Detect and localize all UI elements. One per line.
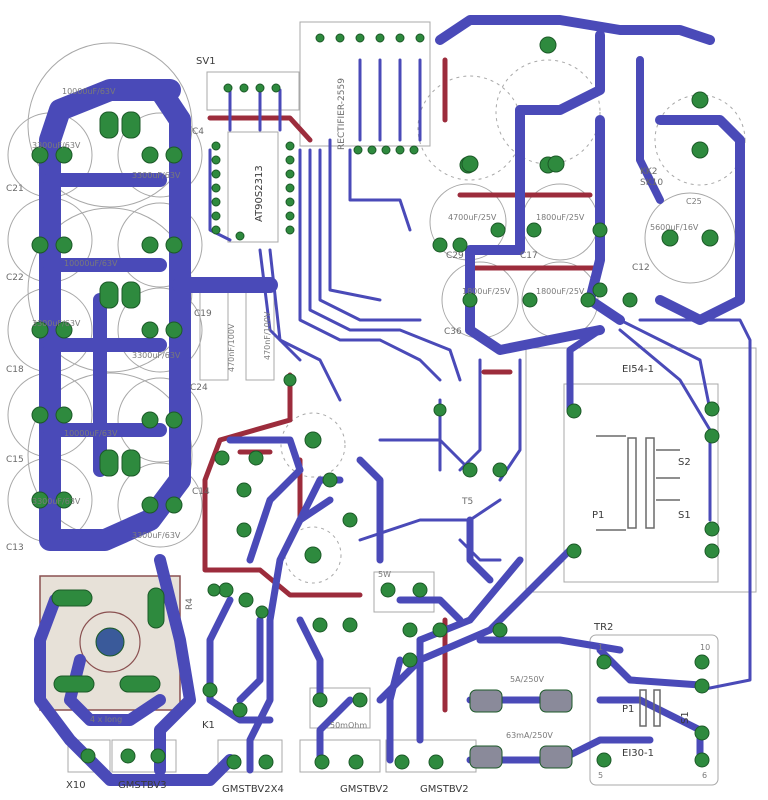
label-gmstbv2-b: GMSTBV2	[420, 784, 469, 795]
label-fuse-5a: 5A/250V	[510, 675, 545, 684]
label-c12: C12	[632, 263, 650, 273]
label-p1: P1	[592, 510, 604, 521]
label-pin10: 10	[700, 643, 710, 652]
top-layer-traces	[34, 15, 752, 786]
transformer-core-symbol	[596, 435, 680, 727]
label-sv1: SV1	[196, 56, 216, 67]
label-c36: C36	[444, 327, 462, 337]
label-pin6: 6	[702, 771, 707, 780]
label-c18: C18	[6, 365, 24, 375]
label-c22: C22	[6, 273, 24, 283]
component-pads	[31, 33, 720, 770]
label-c4: C4	[192, 127, 204, 137]
label-c19: C19	[194, 309, 212, 319]
label-kk2: KK2	[640, 167, 658, 177]
label-c25: C25	[686, 197, 702, 206]
label-cap-1800-c: 1800uF/25V	[536, 287, 585, 296]
label-c21: C21	[6, 184, 24, 194]
label-c13: C13	[6, 543, 24, 553]
label-res-5w: 5W	[378, 570, 391, 579]
label-pin5: 5	[598, 771, 603, 780]
label-c24: C24	[190, 383, 208, 393]
label-tr2: TR2	[593, 622, 613, 633]
label-at90: AT90S2313	[254, 165, 265, 222]
label-c29: C29	[446, 251, 464, 261]
label-4x-long: 4 x long	[90, 715, 122, 724]
label-cap-4700: 4700uF/25V	[448, 213, 497, 222]
label-ei54: EI54-1	[622, 364, 654, 375]
label-cap-10000-a: 10000uF/63V	[62, 87, 116, 96]
silkscreen-labels: SV1 RECTIFIER-2559 AT90S2313 C4 C21 C22 …	[6, 56, 710, 795]
label-rectifier: RECTIFIER-2559	[337, 78, 347, 150]
label-gmstbv3: GMSTBV3	[118, 780, 167, 791]
label-c17: C17	[520, 251, 538, 261]
label-cap-1800-a: 1800uF/25V	[536, 213, 585, 222]
label-cap-3300-b: 3300uF/63V	[132, 171, 181, 180]
label-c15: C15	[6, 455, 24, 465]
label-cap-10000-c: 10000uF/63V	[64, 429, 118, 438]
label-t5: T5	[461, 497, 473, 507]
label-s1: S1	[678, 510, 691, 521]
label-cap-10000-b: 10000uF/63V	[64, 259, 118, 268]
label-cap-3300-a: 3300uF/63V	[32, 141, 81, 150]
label-ei30: EI30-1	[622, 748, 654, 759]
label-cap-5600: 5600uF/16V	[650, 223, 699, 232]
label-pin1: 1	[598, 643, 603, 652]
label-s2: S2	[678, 457, 691, 468]
label-fuse-63ma: 63mA/250V	[506, 731, 553, 740]
label-tr2-s1: S1	[680, 711, 691, 724]
label-sk10: SK10	[640, 178, 663, 188]
label-cap-3300-c: 3300uF/63V	[32, 319, 81, 328]
label-k1: K1	[202, 720, 215, 731]
label-x10: X10	[66, 780, 86, 791]
label-cap-470-a: 470nF/100V	[227, 323, 236, 372]
label-cap-3300-e: 3300uF/63V	[32, 497, 81, 506]
label-gmstbv2-a: GMSTBV2	[340, 784, 389, 795]
label-r4: R4	[185, 598, 195, 610]
label-tr2-p1: P1	[622, 704, 634, 715]
label-cap-3300-f: 3300uF/63V	[132, 531, 181, 540]
label-cap-470-b: 470nF/100V	[263, 311, 272, 360]
label-gmstbv2x4: GMSTBV2X4	[222, 784, 284, 795]
label-c14: C14	[192, 487, 210, 497]
label-cap-1800-b: 1800uF/25V	[462, 287, 511, 296]
label-cap-3300-d: 3300uF/63V	[132, 351, 181, 360]
label-res-50m: 50mOhm	[330, 721, 367, 730]
